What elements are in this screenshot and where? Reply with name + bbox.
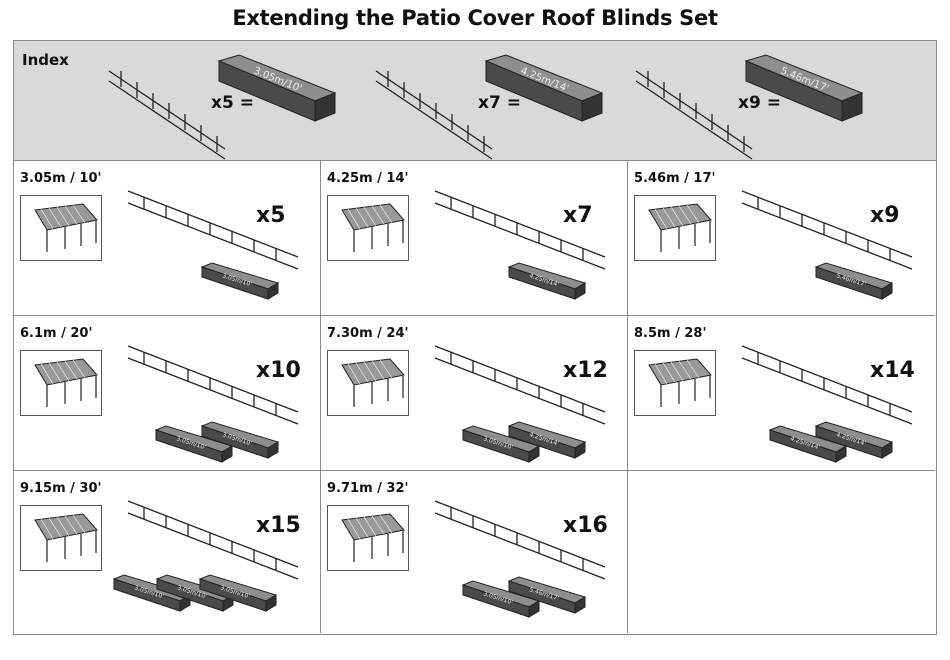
patio-cover-icon xyxy=(341,203,405,252)
blind-multiplier: x12 xyxy=(563,358,608,383)
size-cell: 9.71m / 32' x16 3.05m/10'5.46m/17' xyxy=(321,471,628,633)
blind-multiplier: x5 xyxy=(256,203,286,228)
patio-cover-icon xyxy=(648,203,712,252)
box-icon: 3.05m/10' xyxy=(217,54,337,122)
size-label: 9.15m / 30' xyxy=(20,481,102,496)
box-icon: 4.25m/14' xyxy=(507,421,587,459)
blind-ladder-icon xyxy=(127,345,299,425)
blind-ladder-icon xyxy=(108,70,226,160)
box-icon: 3.05m/10' xyxy=(200,262,280,300)
box-icon: 3.05m/10' xyxy=(155,574,235,612)
box-icon: 3.05m/10' xyxy=(461,580,541,618)
patio-cover-icon xyxy=(341,358,405,407)
box-icon: 4.25m/14' xyxy=(484,54,604,122)
index-multiplier: x9 = xyxy=(738,93,781,113)
blind-multiplier: x16 xyxy=(563,513,608,538)
size-label: 6.1m / 20' xyxy=(20,326,93,341)
blind-ladder-icon xyxy=(434,500,606,580)
patio-cover-thumbnail xyxy=(327,195,409,261)
blind-multiplier: x7 xyxy=(563,203,593,228)
patio-cover-thumbnail xyxy=(20,350,102,416)
patio-cover-icon xyxy=(34,203,98,252)
size-cell: 9.15m / 30' x15 3.05m/10'3.05m/10'3.05m/… xyxy=(14,471,321,633)
box-icon: 3.05m/10' xyxy=(200,421,280,459)
patio-cover-thumbnail xyxy=(20,195,102,261)
blind-multiplier: x9 xyxy=(870,203,900,228)
box-icon: 5.46m/17' xyxy=(744,54,864,122)
size-cell: 4.25m / 14' x7 4.25m/14' xyxy=(321,161,628,316)
index-label: Index xyxy=(22,51,69,69)
box-icon: 4.25m/14' xyxy=(507,262,587,300)
patio-cover-thumbnail xyxy=(634,195,716,261)
size-label: 7.30m / 24' xyxy=(327,326,409,341)
blind-multiplier: x14 xyxy=(870,358,915,383)
patio-cover-icon xyxy=(34,358,98,407)
box-icon: 5.46m/17' xyxy=(814,262,894,300)
patio-cover-thumbnail xyxy=(327,505,409,571)
blind-ladder-icon xyxy=(434,345,606,425)
blind-multiplier: x15 xyxy=(256,513,301,538)
size-cell: 8.5m / 28' x14 4.25m/14'4.25m/14' xyxy=(628,316,935,471)
blind-multiplier: x10 xyxy=(256,358,301,383)
blind-ladder-icon xyxy=(741,190,913,270)
index-group-17ft: x9 = 5.46m/17' xyxy=(626,41,916,160)
blind-ladder-icon xyxy=(127,190,299,270)
size-label: 8.5m / 28' xyxy=(634,326,707,341)
box-icon: 4.25m/14' xyxy=(814,421,894,459)
size-label: 5.46m / 17' xyxy=(634,171,716,186)
size-label: 4.25m / 14' xyxy=(327,171,409,186)
patio-cover-icon xyxy=(648,358,712,407)
size-cell: 3.05m / 10' x5 3.05m/10' xyxy=(14,161,321,316)
blinds-set-table: Index x5 = 3.05m/10' x7 = xyxy=(13,40,937,635)
blind-ladder-icon xyxy=(434,190,606,270)
index-group-10ft: x5 = 3.05m/10' xyxy=(99,41,389,160)
blind-ladder-icon xyxy=(127,500,299,580)
page-title: Extending the Patio Cover Roof Blinds Se… xyxy=(232,6,718,30)
size-cell: 6.1m / 20' x10 3.05m/10'3.05m/10' xyxy=(14,316,321,471)
size-label: 3.05m / 10' xyxy=(20,171,102,186)
blind-ladder-icon xyxy=(635,70,753,160)
index-multiplier: x7 = xyxy=(478,93,521,113)
size-cell: 7.30m / 24' x12 3.05m/10'4.25m/14' xyxy=(321,316,628,471)
patio-cover-thumbnail xyxy=(20,505,102,571)
patio-cover-thumbnail xyxy=(327,350,409,416)
patio-cover-icon xyxy=(34,513,98,562)
index-multiplier: x5 = xyxy=(211,93,254,113)
size-label: 9.71m / 32' xyxy=(327,481,409,496)
blind-ladder-icon xyxy=(375,70,493,160)
index-group-14ft: x7 = 4.25m/14' xyxy=(366,41,656,160)
patio-cover-thumbnail xyxy=(634,350,716,416)
box-icon: 5.46m/17' xyxy=(507,576,587,614)
blind-ladder-icon xyxy=(741,345,913,425)
box-icon: 3.05m/10' xyxy=(198,574,278,612)
index-row: Index x5 = 3.05m/10' x7 = xyxy=(14,41,936,161)
box-icon: 3.05m/10' xyxy=(461,425,541,463)
patio-cover-icon xyxy=(341,513,405,562)
size-cell: 5.46m / 17' x9 5.46m/17' xyxy=(628,161,935,316)
